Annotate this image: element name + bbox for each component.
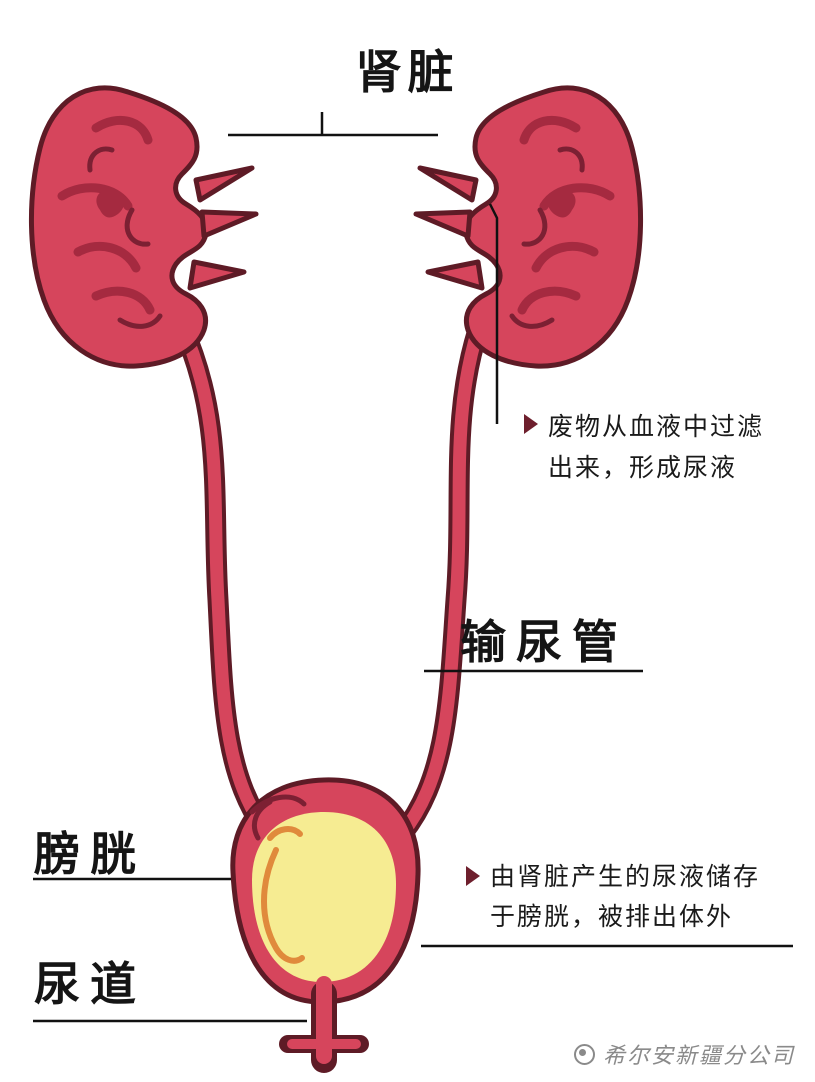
kidney-note: 废物从血液中过滤 出来，形成尿液 (548, 407, 764, 489)
watermark-logo-icon (573, 1043, 595, 1065)
kidney-label: 肾脏 (355, 46, 460, 98)
ureter-label: 输尿管 (460, 616, 628, 668)
left-ureter-shape (171, 315, 311, 868)
right-ureter-shape (359, 319, 489, 868)
bladder-shape (230, 777, 421, 1005)
bladder-note: 由肾脏产生的尿液储存 于膀胱，被排出体外 (490, 858, 760, 938)
urethra-shape (279, 976, 369, 1073)
callout-lines (33, 112, 793, 1023)
bladder-note-line2: 于膀胱，被排出体外 (490, 904, 734, 931)
bladder-note-arrow-icon (466, 866, 480, 886)
kidney-note-arrow-icon (524, 414, 538, 434)
bladder-label: 膀胱 (34, 828, 146, 880)
watermark-text: 希尔安新疆分公司 (602, 1043, 795, 1068)
right-kidney-shape (413, 85, 644, 369)
kidney-note-line2: 出来，形成尿液 (548, 455, 738, 482)
left-kidney-shape (28, 85, 259, 369)
kidney-note-line1: 废物从血液中过滤 (548, 414, 765, 441)
urethra-label: 尿道 (34, 958, 146, 1010)
watermark: 希尔安新疆分公司 (573, 1038, 795, 1070)
bladder-note-line1: 由肾脏产生的尿液储存 (490, 864, 761, 891)
